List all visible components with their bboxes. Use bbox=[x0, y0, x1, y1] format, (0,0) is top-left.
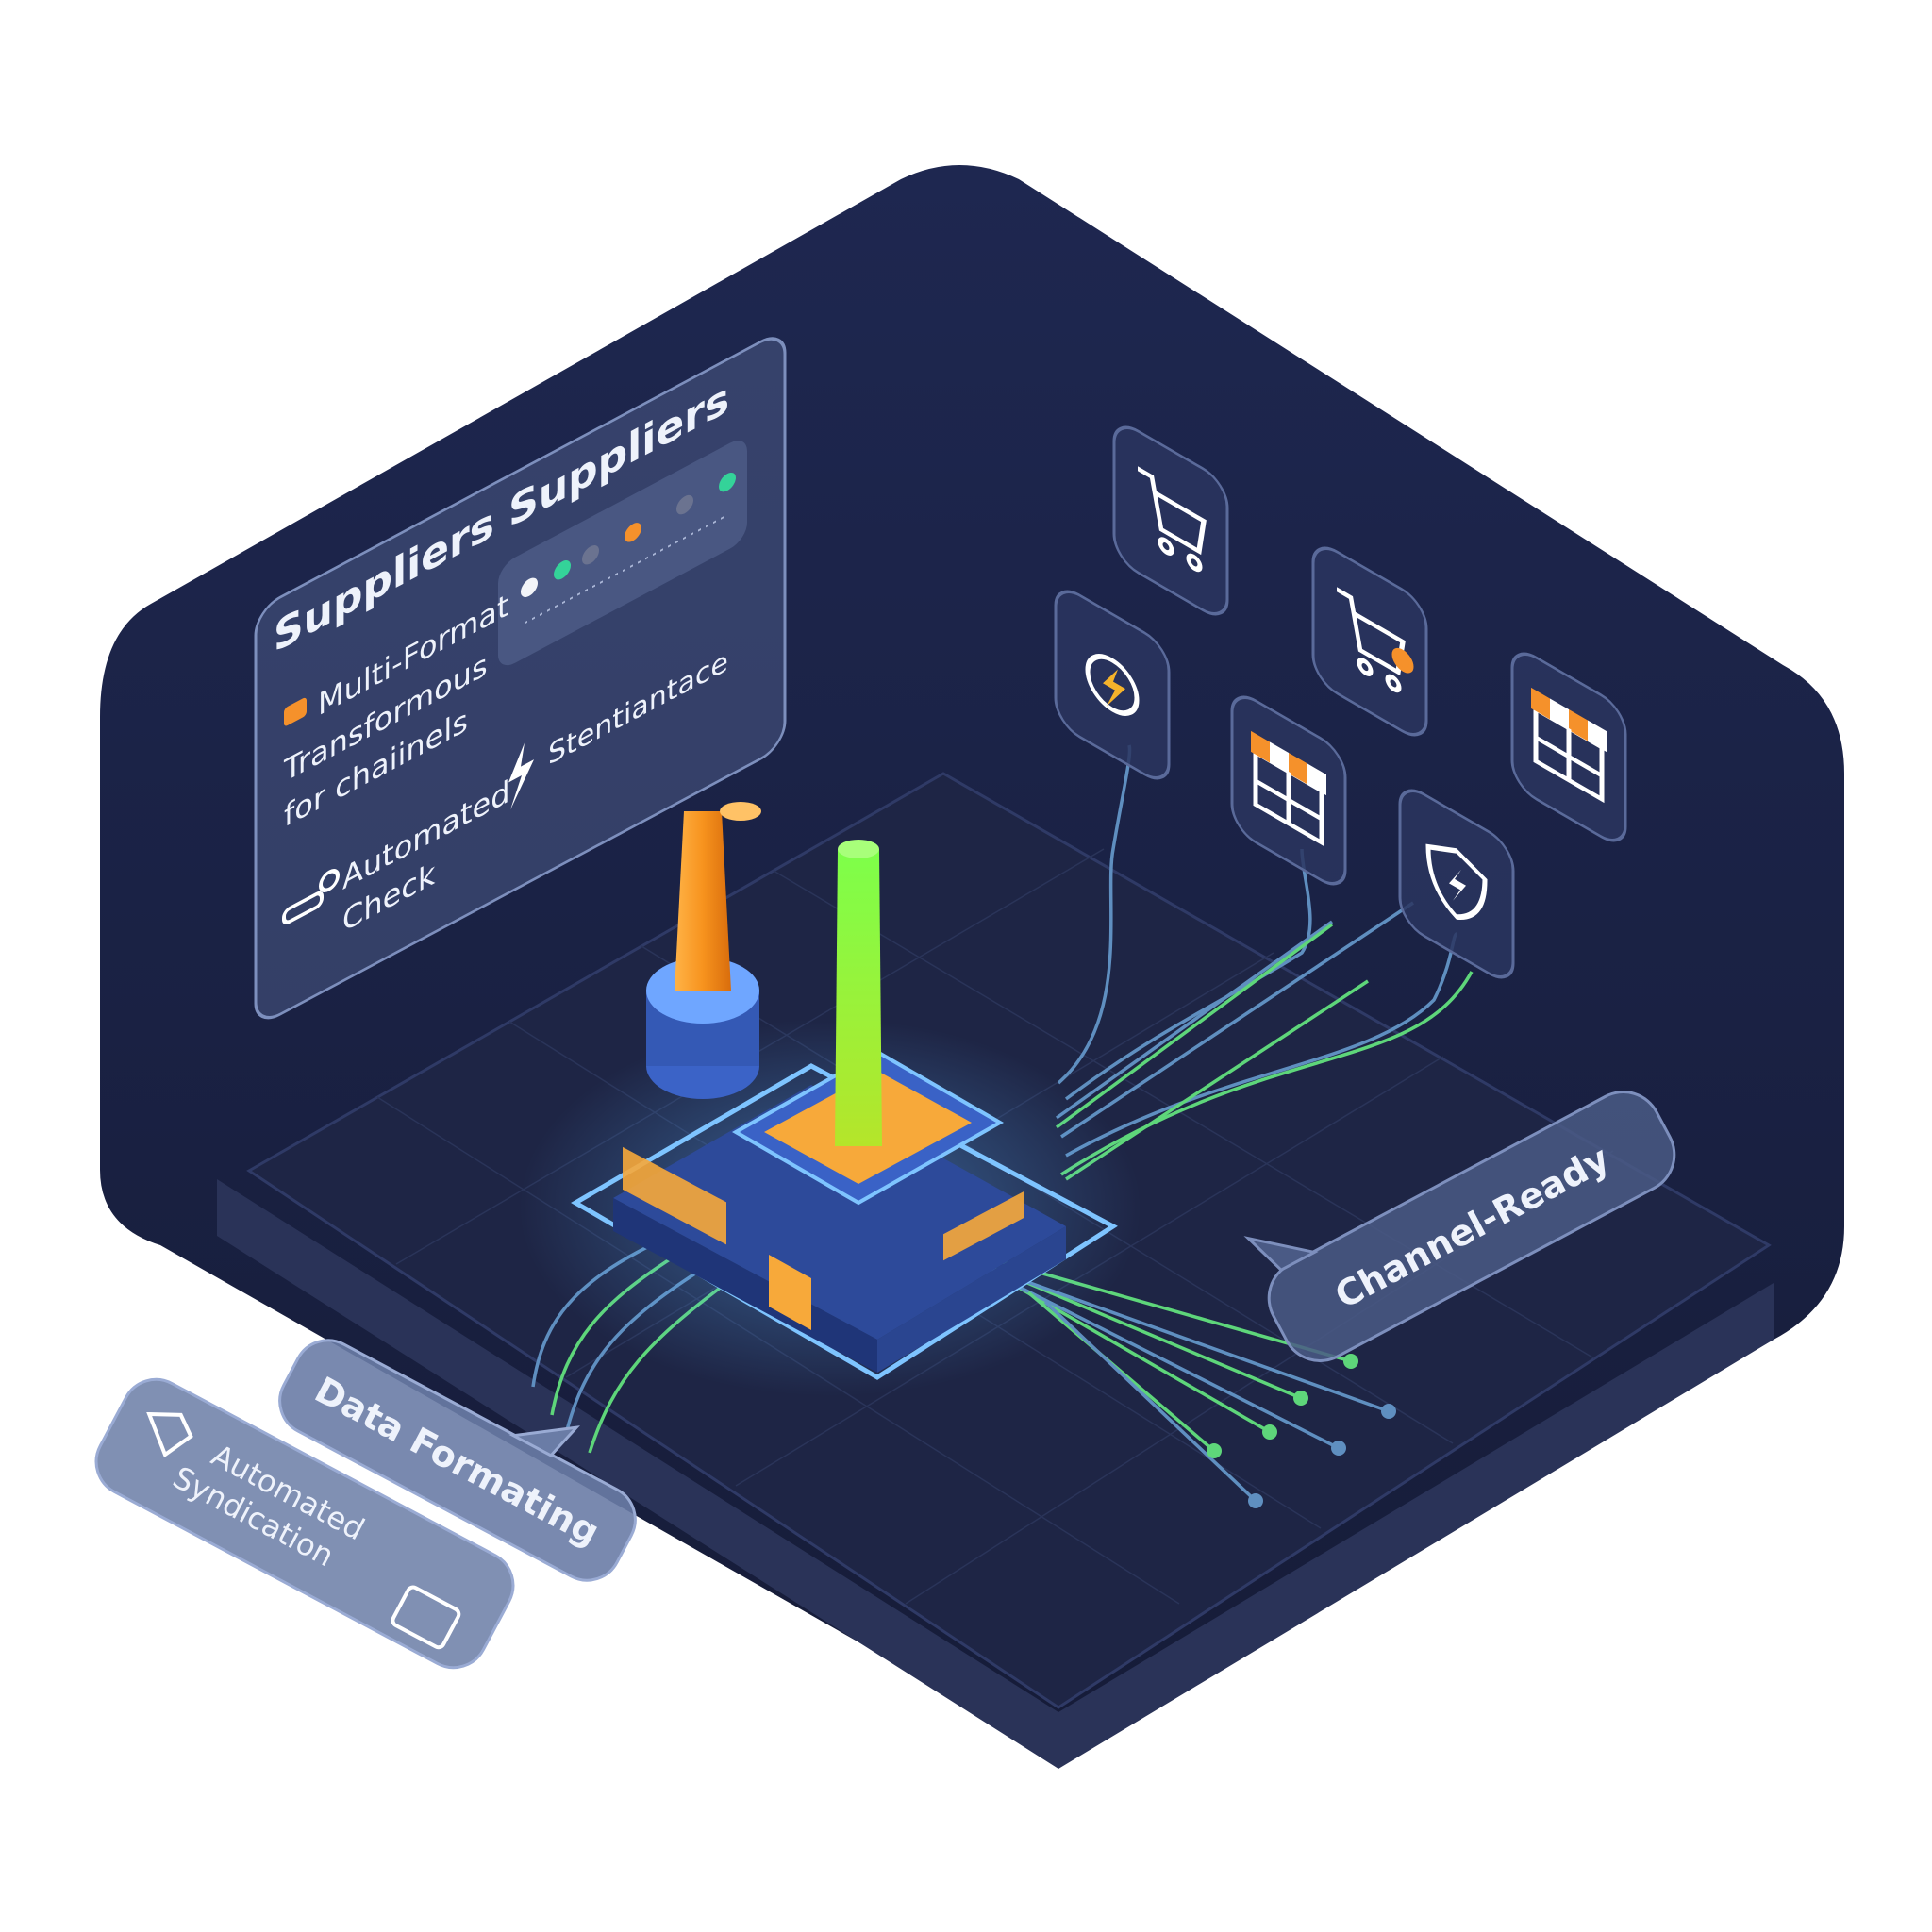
storefront-tile bbox=[1510, 652, 1627, 842]
status-dot bbox=[719, 472, 736, 492]
storefront-icon bbox=[1251, 730, 1326, 847]
basket-icon bbox=[146, 1411, 193, 1458]
printer-icon bbox=[391, 1585, 461, 1650]
factory bbox=[519, 802, 1141, 1396]
bolt-gear-tile bbox=[1054, 590, 1171, 780]
shield-bolt-tile bbox=[1398, 789, 1515, 979]
storefront-tile bbox=[1230, 695, 1347, 886]
storefront-icon bbox=[1531, 687, 1607, 804]
endpoint-dots bbox=[1207, 1354, 1396, 1508]
shopping-cart-tile bbox=[1112, 425, 1229, 616]
green-chimney bbox=[835, 849, 882, 1146]
factory-door bbox=[769, 1255, 811, 1330]
endpoint-dot bbox=[1381, 1404, 1396, 1419]
bolt-gear-icon bbox=[1085, 654, 1140, 716]
orange-chimney bbox=[675, 811, 731, 991]
endpoint-dot bbox=[1331, 1441, 1346, 1456]
shopping-cart-tag-tile bbox=[1311, 546, 1428, 737]
shopping-cart-icon bbox=[1138, 466, 1207, 573]
check-tool-icon bbox=[282, 869, 340, 924]
shopping-cart-tag-icon bbox=[1337, 587, 1414, 693]
status-dot bbox=[676, 494, 693, 515]
status-dot bbox=[521, 577, 538, 597]
factory-base-outline bbox=[571, 1063, 1118, 1380]
shield-bolt-icon bbox=[1425, 843, 1488, 920]
automated-syndication-callout: Automated Syndication bbox=[94, 1377, 515, 1670]
connection-line bbox=[1043, 1300, 1257, 1503]
endpoint-dot bbox=[1207, 1443, 1222, 1458]
endpoint-dot bbox=[1248, 1493, 1263, 1508]
status-dots bbox=[521, 472, 736, 597]
status-dot bbox=[625, 523, 641, 542]
bolt-icon bbox=[508, 742, 534, 810]
endpoint-dot bbox=[1343, 1354, 1358, 1369]
status-dot bbox=[582, 545, 599, 565]
endpoint-dot bbox=[1262, 1424, 1277, 1440]
box-icon bbox=[284, 697, 307, 726]
status-dot bbox=[554, 560, 571, 580]
floor-base bbox=[217, 1179, 1774, 1769]
endpoint-dot bbox=[1293, 1391, 1308, 1406]
